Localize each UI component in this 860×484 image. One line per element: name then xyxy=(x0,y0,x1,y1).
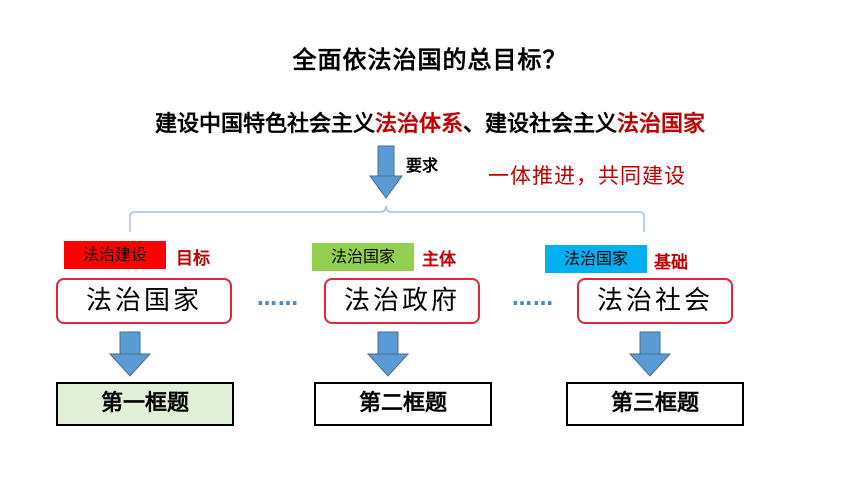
column-1-pill: 法治国家 xyxy=(56,278,232,324)
column-2-tag: 法治国家 xyxy=(312,243,414,271)
column-2-role: 主体 xyxy=(422,250,456,270)
column-arrow-1 xyxy=(108,331,152,377)
column-3-tag: 法治国家 xyxy=(545,245,647,273)
column-2-pill: 法治政府 xyxy=(324,278,480,324)
dots-2: …… xyxy=(512,286,554,310)
column-3-role: 基础 xyxy=(654,253,688,273)
main-down-arrow xyxy=(369,145,403,199)
branch-bracket xyxy=(129,205,645,232)
dots-1: …… xyxy=(257,286,299,310)
subtitle: 建设中国特色社会主义法治体系、建设社会主义法治国家 xyxy=(0,106,860,138)
column-1-tag: 法治建设 xyxy=(64,241,166,269)
page-title: 全面依法治国的总目标？ xyxy=(292,46,568,74)
column-3-pill: 法治社会 xyxy=(577,278,733,324)
column-arrow-3 xyxy=(628,331,672,377)
column-arrow-2 xyxy=(366,331,410,377)
column-1-box: 第一框题 xyxy=(56,382,234,426)
column-2-box: 第二框题 xyxy=(314,382,492,426)
subtitle-part2: 法治体系 xyxy=(374,112,463,137)
subtitle-part4: 法治国家 xyxy=(617,112,706,137)
requirement-label: 要求 xyxy=(406,156,439,175)
slogan: 一体推进，共同建设 xyxy=(488,164,686,188)
subtitle-part1: 建设中国特色社会主义 xyxy=(154,112,375,137)
column-3-box: 第三框题 xyxy=(566,382,744,426)
subtitle-part3: 、建设社会主义 xyxy=(463,112,618,137)
column-1-role: 目标 xyxy=(176,249,210,269)
